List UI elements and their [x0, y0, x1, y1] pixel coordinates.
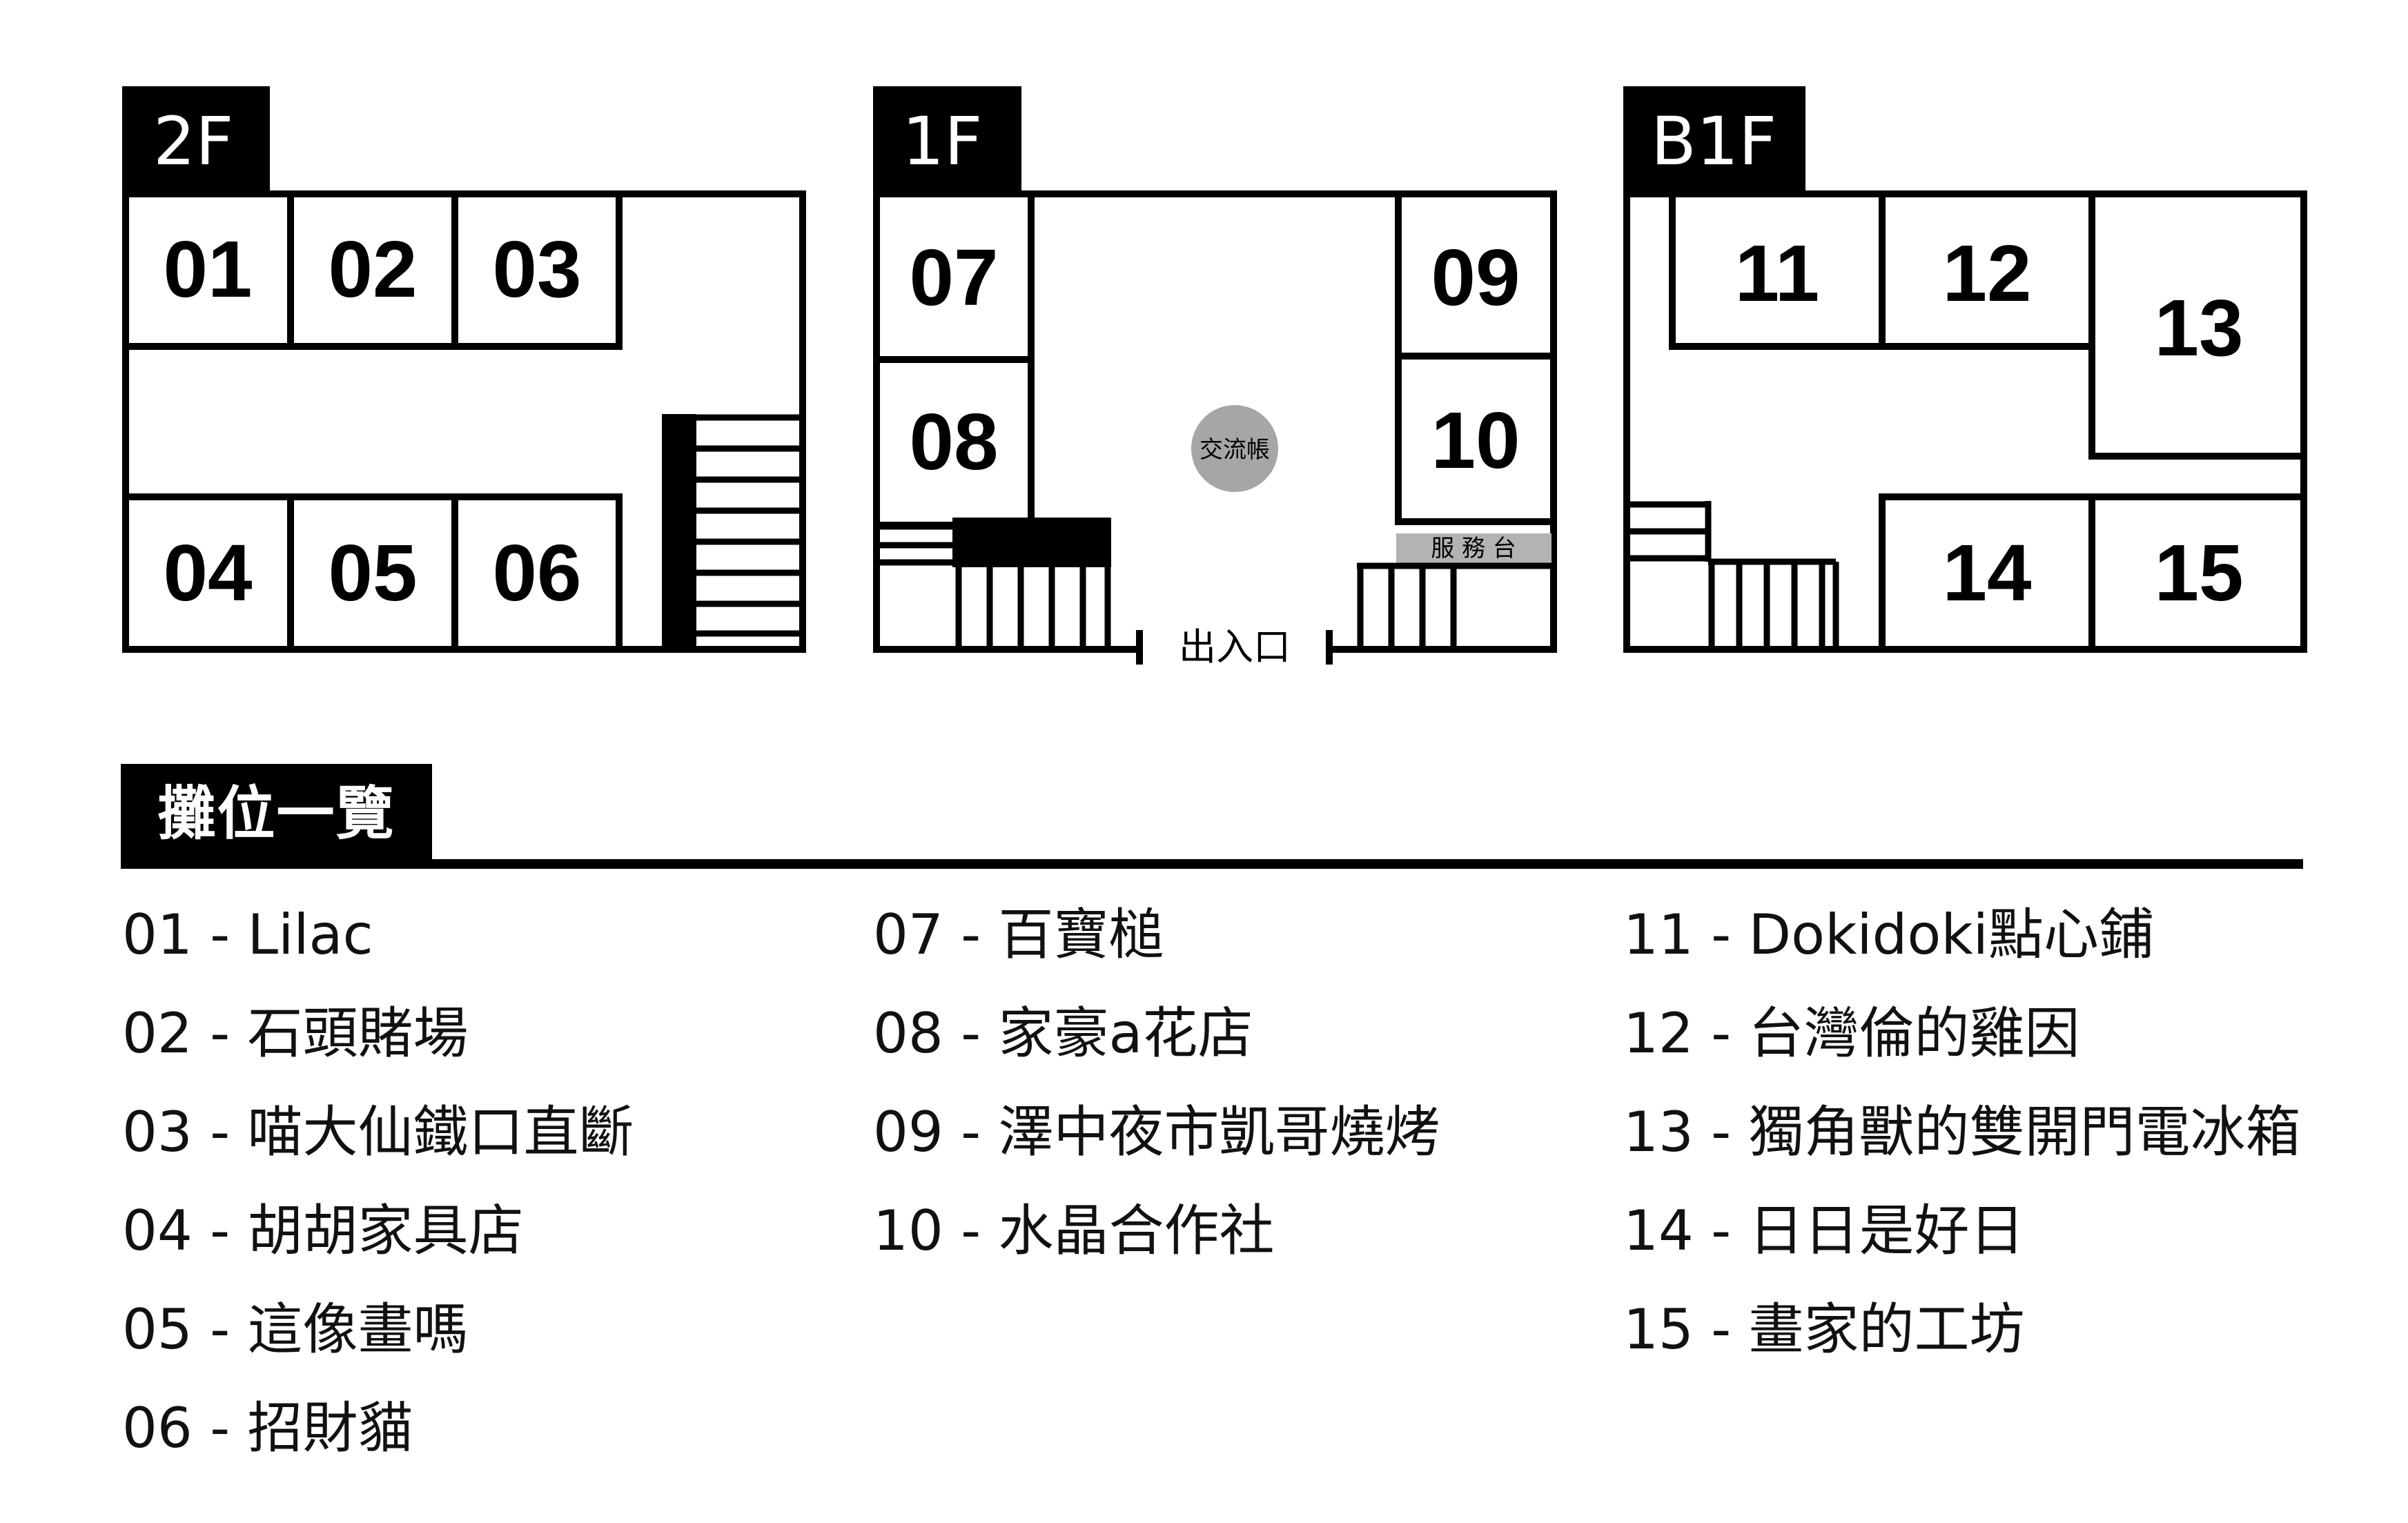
booth-list-item-04[interactable]: 04 - 胡胡家具店 [122, 1199, 524, 1263]
booth-03-number: 03 [492, 224, 581, 314]
booth-07-number: 07 [909, 233, 998, 322]
booth-14-number: 14 [1942, 528, 2031, 618]
booth-13-number: 13 [2154, 283, 2243, 373]
booth-list-item-05[interactable]: 05 - 這像畫嗎 [122, 1297, 469, 1362]
booth-15-number: 15 [2154, 528, 2243, 618]
floor-1f-left-staircase-icon [880, 518, 1111, 646]
booth-10-cell[interactable] [1395, 353, 1557, 525]
booth-list-item-15[interactable]: 15 - 畫家的工坊 [1623, 1297, 2025, 1362]
service-desk[interactable] [1396, 533, 1552, 564]
floor-b1f-plan: B1F 11 12 13 14 15 [1623, 86, 2307, 653]
booth-list-column-1: 01 - Lilac 02 - 石頭賭場 03 - 喵大仙鐵口直斷 04 - 胡… [122, 897, 634, 1489]
booth-list-title: 攤位一覽 [121, 764, 432, 863]
floor-2f-plan: 2F 01 02 03 04 05 06 [122, 86, 806, 653]
booth-06-cell[interactable] [451, 493, 623, 653]
floor-1f-plan: 1F 07 08 09 10 交流帳 [873, 86, 1557, 669]
lounge-label: 交流帳 [1200, 436, 1270, 464]
booth-11-number: 11 [1735, 228, 1820, 318]
booth-list-item-14[interactable]: 14 - 日日是好日 [1623, 1199, 2025, 1263]
service-desk-label: 服 務 台 [1431, 535, 1516, 562]
floor-2f-label: 2F [153, 103, 233, 180]
booth-list-item-12[interactable]: 12 - 台灣倫的雞因 [1623, 1001, 2080, 1065]
entrance-label: 出入口 [1179, 625, 1291, 669]
booth-list-item-02[interactable]: 02 - 石頭賭場 [122, 1001, 469, 1065]
floor-1f-right-staircase-icon [1357, 562, 1554, 646]
booth-01-number: 01 [163, 224, 252, 314]
booth-10-number: 10 [1431, 395, 1520, 485]
floor-2f-tab [122, 86, 270, 193]
floor-plans: 2F 01 02 03 04 05 06 [122, 86, 2307, 669]
booth-08-number: 08 [909, 397, 998, 487]
lounge-circle[interactable] [1191, 405, 1278, 492]
booth-list-item-11[interactable]: 11 - Dokidoki點心鋪 [1623, 903, 2154, 967]
booth-list-item-09[interactable]: 09 - 澤中夜市凱哥燒烤 [873, 1100, 1440, 1164]
booth-list-column-3: 11 - Dokidoki點心鋪 12 - 台灣倫的雞因 13 - 獨角獸的雙開… [1623, 897, 2301, 1391]
booth-list-column-2: 07 - 百寶槌 08 - 家豪a花店 09 - 澤中夜市凱哥燒烤 10 - 水… [873, 897, 1440, 1292]
booth-list-item-07[interactable]: 07 - 百寶槌 [873, 903, 1164, 967]
floor-1f-tab [873, 86, 1021, 193]
floor-b1f-tab [1623, 86, 1805, 193]
booth-13-cell[interactable] [2088, 190, 2307, 460]
floor-2f-staircase-icon [662, 414, 803, 649]
booth-list-item-13[interactable]: 13 - 獨角獸的雙開門電冰箱 [1623, 1100, 2301, 1164]
booth-02-number: 02 [328, 224, 417, 314]
booth-05-number: 05 [328, 528, 417, 618]
booth-04-number: 04 [163, 528, 252, 618]
entrance-marker[interactable] [1136, 630, 1333, 665]
booth-06-number: 06 [492, 528, 581, 618]
booth-12-number: 12 [1942, 228, 2031, 318]
booth-15-cell[interactable] [2088, 493, 2307, 653]
booth-list-item-10[interactable]: 10 - 水晶合作社 [873, 1199, 1275, 1263]
floor-b1f-staircase-icon [1630, 501, 1839, 646]
booth-03-cell[interactable] [451, 190, 623, 350]
floor-1f-label: 1F [902, 103, 982, 180]
booth-list-item-03[interactable]: 03 - 喵大仙鐵口直斷 [122, 1100, 634, 1164]
floor-b1f-label: B1F [1651, 103, 1776, 180]
booth-list-divider [121, 859, 2303, 869]
floor-1f-outline-left [873, 190, 1557, 653]
booth-list-item-08[interactable]: 08 - 家豪a花店 [873, 1001, 1253, 1065]
booth-09-number: 09 [1431, 233, 1520, 322]
booth-list-item-06[interactable]: 06 - 招財貓 [122, 1396, 413, 1460]
booth-list-item-01[interactable]: 01 - Lilac [122, 903, 373, 967]
